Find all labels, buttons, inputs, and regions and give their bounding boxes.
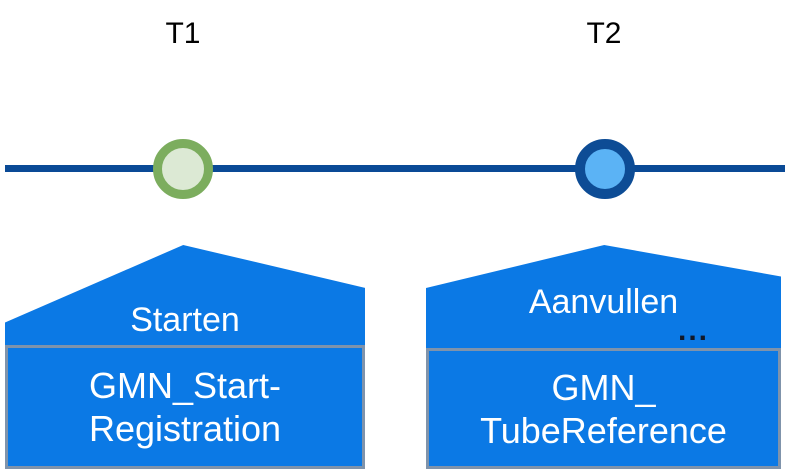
object-box-label: GMN_ TubeReference [480,366,727,451]
time-label-t1: T1 [165,17,201,50]
timeline-axis [5,165,785,172]
event-action-label-starten: Starten [130,301,240,339]
time-label-t2: T2 [586,17,622,50]
object-box-gmn-tubereference[interactable]: GMN_ TubeReference [426,348,781,469]
object-box-gmn-start-registration[interactable]: GMN_Start-Registration [5,345,365,469]
event-action-label-aanvullen: Aanvullen [528,283,679,321]
event-ellipsis-aanvullen: ... [678,314,710,347]
timeline-marker-t1-icon[interactable] [153,139,213,199]
object-box-label: GMN_Start-Registration [88,365,282,449]
timeline-marker-t2-icon[interactable] [575,139,635,199]
